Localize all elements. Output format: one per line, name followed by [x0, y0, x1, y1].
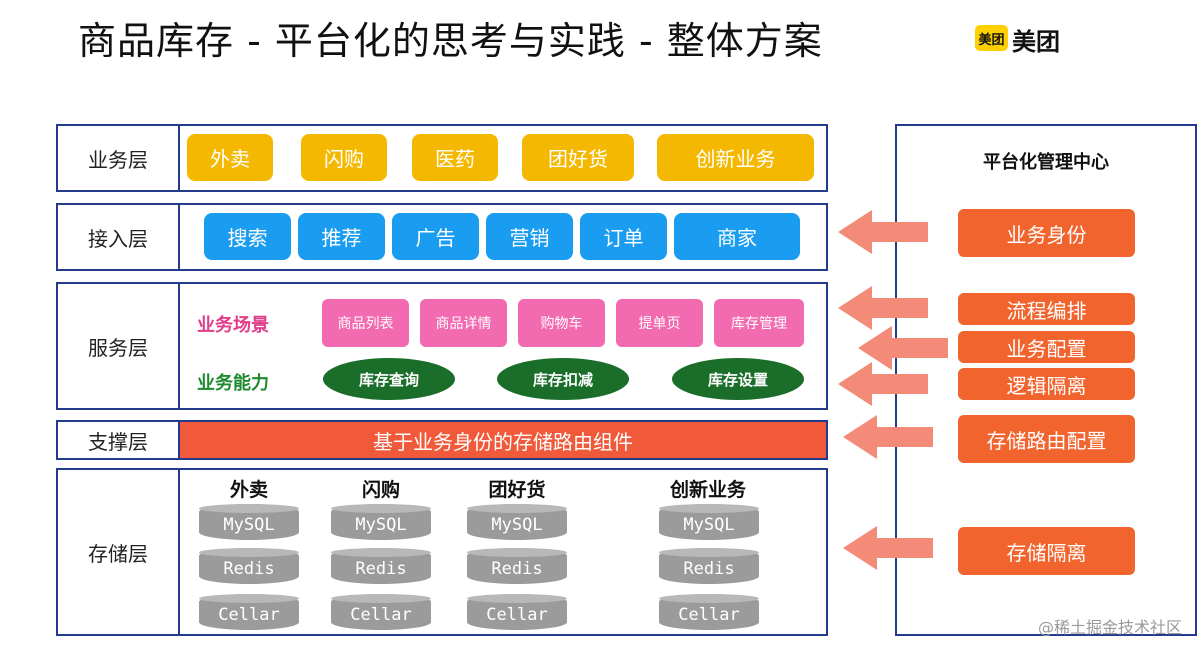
routing-component-bar: 基于业务身份的存储路由组件 [180, 422, 826, 458]
ability-item-query: 库存查询 [323, 358, 455, 400]
business-item-shangou: 闪购 [301, 134, 387, 181]
business-item-yiyao: 医药 [412, 134, 498, 181]
access-item-merchant: 商家 [674, 213, 800, 260]
support-layer-label: 支撑层 [58, 422, 180, 458]
scene-item-checkout: 提单页 [616, 299, 703, 347]
ability-item-deduct: 库存扣减 [497, 358, 629, 400]
platform-item-process-orchestration: 流程编排 [958, 293, 1135, 325]
left-arrow-icon [843, 526, 933, 570]
redis-db-icon: Redis [467, 548, 567, 584]
scene-item-product-list: 商品列表 [322, 299, 409, 347]
access-item-order: 订单 [580, 213, 667, 260]
left-arrow-icon [838, 362, 928, 406]
ability-item-set: 库存设置 [672, 358, 804, 400]
cellar-db-icon: Cellar [659, 594, 759, 630]
mysql-db-icon: MySQL [331, 504, 431, 540]
watermark: @稀土掘金技术社区 [1037, 618, 1182, 637]
service-layer-label: 服务层 [58, 284, 180, 408]
storage-column-title: 外卖 [229, 479, 268, 501]
cellar-db-icon: Cellar [467, 594, 567, 630]
scene-label: 业务场景 [197, 315, 269, 336]
mysql-db-icon: MySQL [467, 504, 567, 540]
platform-item-storage-isolation: 存储隔离 [958, 527, 1135, 575]
scene-item-cart: 购物车 [518, 299, 605, 347]
left-arrow-icon [843, 415, 933, 459]
storage-column-title: 团好货 [488, 479, 546, 501]
storage-layer-label: 存储层 [58, 470, 180, 634]
access-item-marketing: 营销 [486, 213, 573, 260]
meituan-logo-mark: 美团 [975, 25, 1008, 51]
access-item-search: 搜索 [204, 213, 291, 260]
platform-item-business-identity: 业务身份 [958, 209, 1135, 257]
left-arrow-icon [838, 286, 928, 330]
storage-column-title: 创新业务 [669, 479, 746, 501]
scene-item-inventory-mgmt: 库存管理 [714, 299, 804, 347]
platform-item-storage-routing-config: 存储路由配置 [958, 415, 1135, 463]
page-title: 商品库存 - 平台化的思考与实践 - 整体方案 [78, 19, 823, 63]
storage-column-title: 闪购 [361, 479, 400, 501]
cellar-db-icon: Cellar [331, 594, 431, 630]
access-item-ads: 广告 [392, 213, 479, 260]
platform-item-logic-isolation: 逻辑隔离 [958, 368, 1135, 400]
platform-item-business-config: 业务配置 [958, 331, 1135, 363]
mysql-db-icon: MySQL [659, 504, 759, 540]
platform-center-title: 平台化管理中心 [983, 152, 1109, 173]
left-arrow-icon [838, 210, 928, 254]
redis-db-icon: Redis [659, 548, 759, 584]
redis-db-icon: Redis [199, 548, 299, 584]
cellar-db-icon: Cellar [199, 594, 299, 630]
scene-item-product-detail: 商品详情 [420, 299, 507, 347]
business-item-waimai: 外卖 [187, 134, 273, 181]
mysql-db-icon: MySQL [199, 504, 299, 540]
left-arrow-icon [858, 326, 948, 370]
business-item-chuangxin: 创新业务 [657, 134, 814, 181]
redis-db-icon: Redis [331, 548, 431, 584]
access-layer-label: 接入层 [58, 205, 180, 269]
ability-label: 业务能力 [197, 373, 269, 394]
business-layer-label: 业务层 [58, 126, 180, 190]
access-item-recommend: 推荐 [298, 213, 385, 260]
meituan-logo-text: 美团 [1012, 28, 1060, 56]
business-item-tuanhaohuo: 团好货 [522, 134, 634, 181]
